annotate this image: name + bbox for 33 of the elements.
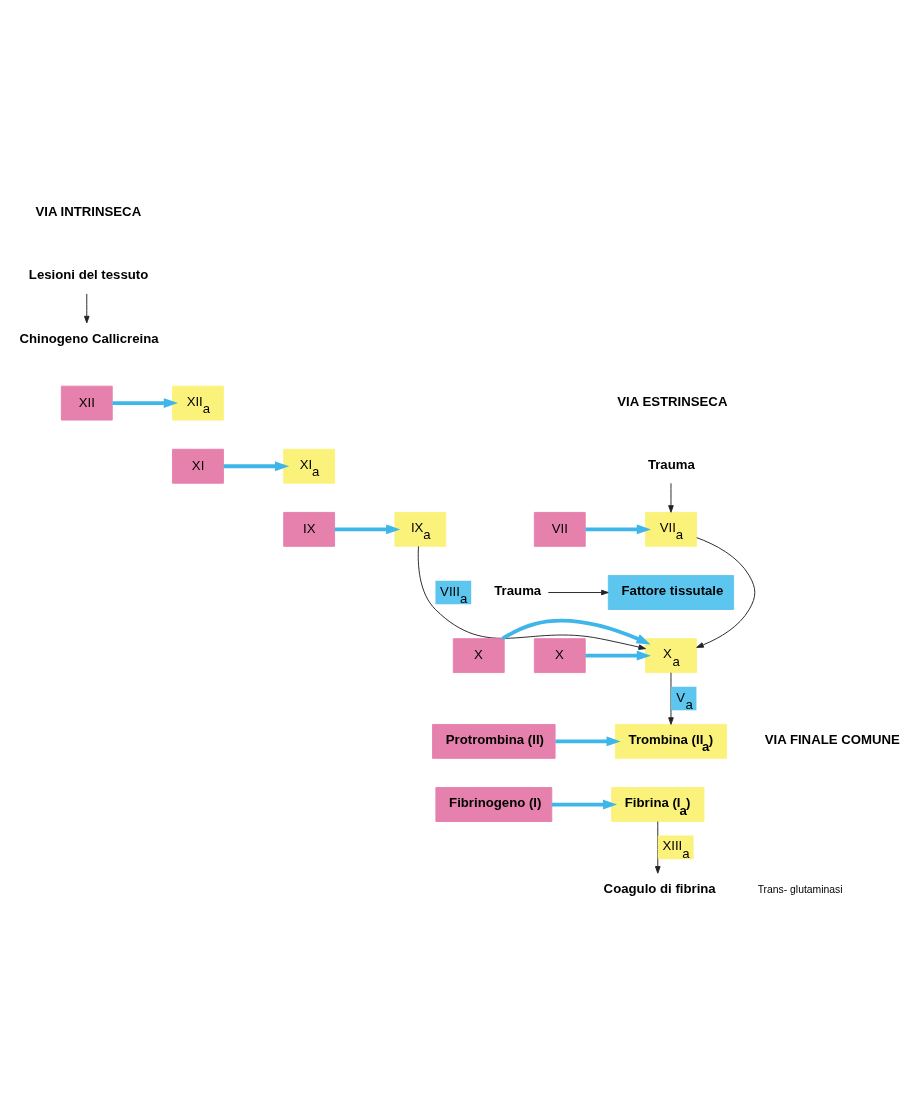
node-box: IX	[283, 511, 336, 547]
node-box: Protrombina (II)	[432, 723, 556, 759]
arrow	[417, 545, 646, 650]
node-box: Fibrinogeno (I)	[435, 786, 553, 822]
arrow	[223, 460, 290, 471]
arrow	[555, 735, 621, 746]
node-box: X	[533, 637, 586, 673]
arrow	[551, 799, 618, 809]
label: VIA ESTRINSECA	[617, 393, 728, 409]
arrow	[501, 618, 651, 645]
node-text: Coagulo di fibrina	[603, 880, 716, 896]
arrow	[655, 820, 661, 874]
node-text: Trauma	[647, 456, 695, 472]
arrow	[668, 671, 674, 725]
arrow	[696, 536, 756, 648]
label: Trans- glutaminasi	[757, 883, 843, 895]
arrow	[547, 589, 609, 595]
arrow	[84, 292, 90, 323]
node-text: Lesioni del tessuto	[28, 266, 149, 282]
arrow	[585, 650, 651, 661]
arrow	[334, 523, 401, 534]
label: VIA FINALE COMUNE	[764, 731, 900, 747]
node-box: XII	[60, 385, 113, 421]
node-box: Fattore tissutale	[607, 574, 735, 610]
node-box: XI	[172, 448, 224, 484]
arrow	[668, 482, 674, 513]
arrow	[112, 397, 178, 408]
label: VIA INTRINSECA	[35, 203, 142, 219]
node-box: VII	[533, 511, 586, 547]
arrow	[585, 523, 651, 534]
node-text: Chinogeno Callicreina	[19, 330, 159, 346]
node-text: Trauma	[494, 582, 542, 598]
node-box: X	[452, 637, 505, 673]
